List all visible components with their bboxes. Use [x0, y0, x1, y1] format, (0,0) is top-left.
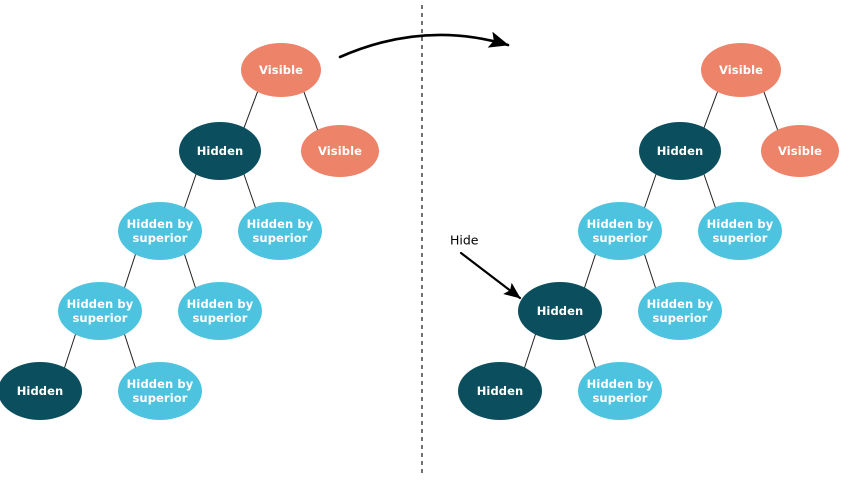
node-ellipse: [578, 362, 662, 420]
tree-edge: [583, 253, 597, 289]
tree-node-visible[interactable]: Visible: [701, 43, 781, 97]
tree-node-hidden[interactable]: Hidden: [0, 362, 82, 420]
hide-annotation-arrow: [459, 251, 522, 300]
tree-edge: [703, 90, 719, 129]
node-ellipse: [58, 282, 142, 340]
annotations-layer: Hide: [338, 5, 522, 477]
tree-node-visible[interactable]: Visible: [301, 125, 379, 177]
node-ellipse: [179, 122, 261, 180]
node-label: Visible: [778, 144, 822, 158]
tree-edge: [583, 333, 597, 369]
node-ellipse: [698, 202, 782, 260]
node-label: Visible: [719, 63, 763, 77]
tree-edge: [123, 253, 137, 289]
node-ellipse: [241, 43, 321, 97]
tree-edge: [303, 90, 319, 131]
node-ellipse: [0, 362, 82, 420]
tree-edge: [523, 333, 537, 369]
node-ellipse: [761, 125, 839, 177]
tree-node-visible[interactable]: Visible: [241, 43, 321, 97]
node-label: Visible: [259, 63, 303, 77]
node-label: Hidden: [17, 384, 64, 398]
tree-node-hidden[interactable]: Hidden: [458, 362, 542, 420]
tree-edge: [243, 90, 259, 129]
node-label: Visible: [318, 144, 362, 158]
node-ellipse: [638, 282, 722, 340]
node-ellipse: [178, 282, 262, 340]
node-ellipse: [118, 202, 202, 260]
node-label: Hidden: [477, 384, 524, 398]
tree-edge: [63, 333, 77, 369]
transform-arrow: [338, 31, 510, 59]
tree-edge: [183, 253, 197, 289]
tree-node-visible[interactable]: Visible: [761, 125, 839, 177]
tree-node-hidden[interactable]: Hidden: [179, 122, 261, 180]
node-ellipse: [458, 362, 542, 420]
node-label: Hidden: [197, 144, 244, 158]
edges-layer: [63, 90, 779, 369]
node-ellipse: [639, 122, 721, 180]
tree-edge: [183, 173, 197, 209]
tree-edge: [703, 173, 717, 209]
node-ellipse: [301, 125, 379, 177]
hide-annotation-label: Hide: [450, 233, 479, 248]
tree-node-hidden[interactable]: Hidden: [518, 282, 602, 340]
node-ellipse: [238, 202, 322, 260]
node-ellipse: [578, 202, 662, 260]
tree-edge: [243, 173, 257, 209]
node-ellipse: [701, 43, 781, 97]
node-label: Hidden: [537, 304, 584, 318]
tree-edge: [643, 173, 657, 209]
node-ellipse: [118, 362, 202, 420]
node-ellipse: [518, 282, 602, 340]
tree-node-hidden[interactable]: Hidden: [639, 122, 721, 180]
tree-edge: [123, 333, 137, 369]
tree-edge: [763, 90, 779, 131]
node-label: Hidden: [657, 144, 704, 158]
tree-edge: [643, 253, 657, 289]
